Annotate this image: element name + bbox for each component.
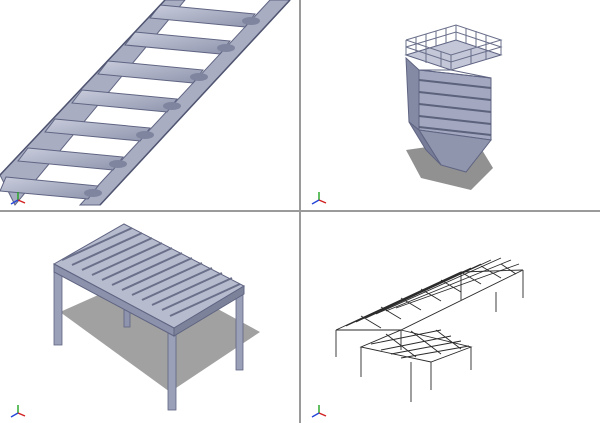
axis-triad-icon: [10, 192, 26, 205]
axis-triad-icon: [10, 405, 26, 418]
hopper-tower-model[interactable]: [301, 0, 600, 210]
viewport-bottom-right[interactable]: [301, 212, 600, 423]
viewport-bottom-left[interactable]: [0, 212, 299, 423]
axis-triad-icon: [311, 405, 327, 418]
axis-triad-icon: [311, 192, 327, 205]
viewport-top-left[interactable]: [0, 0, 299, 210]
pergola-model[interactable]: [0, 212, 299, 423]
platform-frame-model[interactable]: [301, 212, 600, 423]
stair-model[interactable]: [0, 0, 299, 210]
viewport-top-right[interactable]: [301, 0, 600, 210]
viewport-splitter-horizontal[interactable]: [0, 210, 600, 212]
